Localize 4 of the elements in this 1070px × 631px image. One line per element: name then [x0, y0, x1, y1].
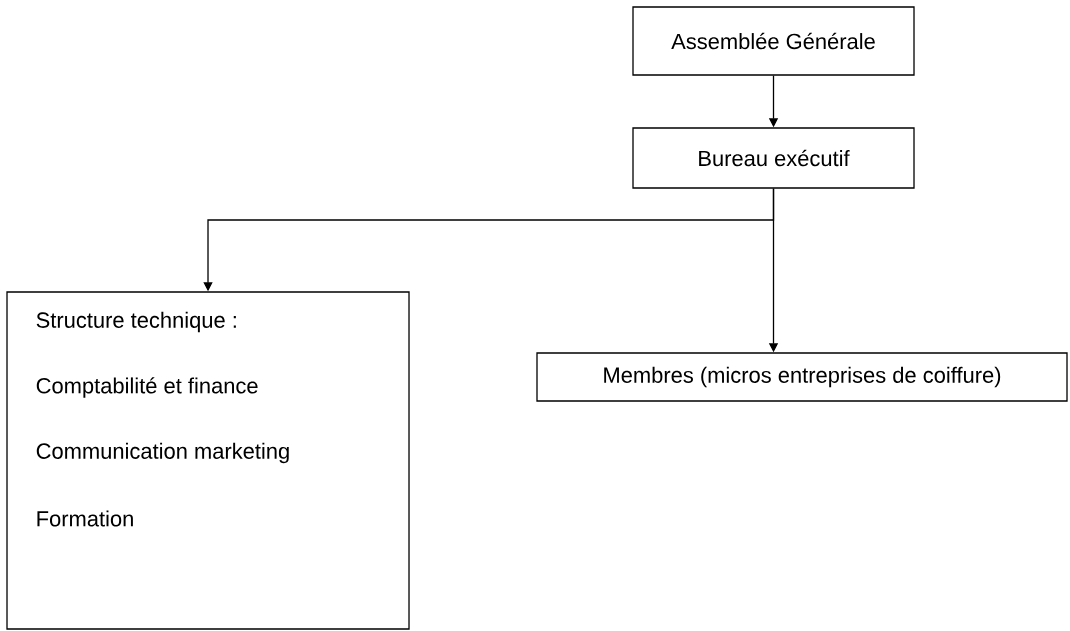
org-box: Structure technique : Comptabilité et finance Communication marketing Formation — [6, 291, 410, 630]
org-box: Membres (micros entreprises de coiffure) — [536, 352, 1068, 402]
org-box: Assemblée Générale — [632, 6, 915, 76]
org-box: Bureau exécutif — [632, 127, 915, 189]
